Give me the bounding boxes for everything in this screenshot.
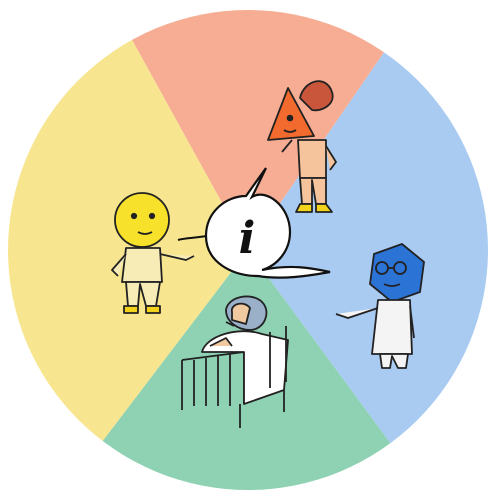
info-icon: i	[239, 213, 256, 264]
